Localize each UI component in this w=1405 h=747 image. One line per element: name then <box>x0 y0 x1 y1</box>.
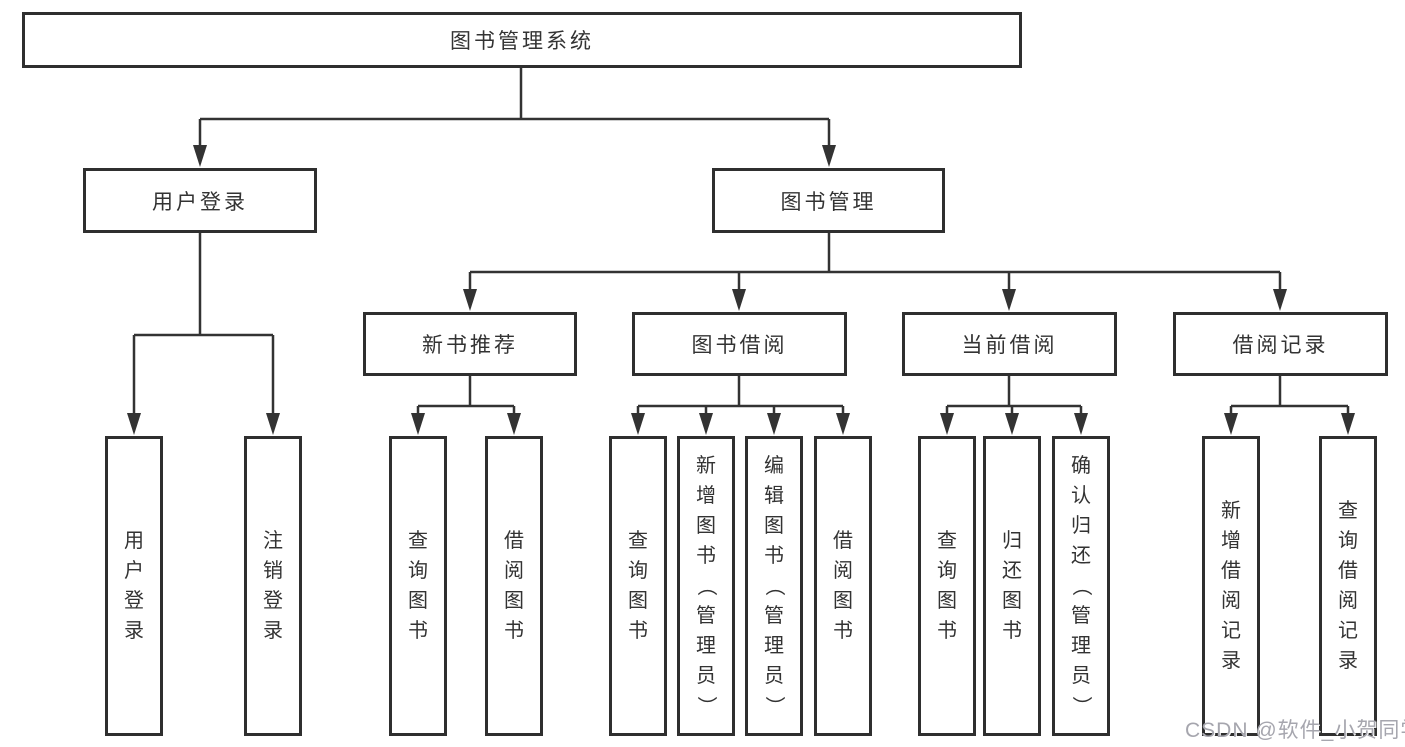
node-label: 图书管理 <box>780 190 877 214</box>
node-label: 编辑图书（管理员） <box>763 455 785 716</box>
node-borrowing-records: 借阅记录 <box>1173 312 1388 376</box>
node-label: 新增借阅记录 <box>1221 500 1241 672</box>
leaf-query-books-borrowing: 查询图书 <box>609 436 667 736</box>
node-label: 归还图书 <box>1002 530 1022 642</box>
leaf-confirm-return-admin: 确认归还（管理员） <box>1052 436 1110 736</box>
leaf-return-books: 归还图书 <box>983 436 1041 736</box>
leaf-add-books-admin: 新增图书（管理员） <box>677 436 735 736</box>
node-library-management-system: 图书管理系统 <box>22 12 1022 68</box>
node-label: 新书推荐 <box>422 334 518 357</box>
node-label: 新增图书（管理员） <box>695 455 717 716</box>
node-book-borrowing: 图书借阅 <box>632 312 847 376</box>
node-user-login: 用户登录 <box>83 168 317 233</box>
node-label: 查询图书 <box>408 530 428 642</box>
leaf-logout: 注销登录 <box>244 436 302 736</box>
node-label: 查询借阅记录 <box>1338 500 1358 672</box>
node-label: 图书管理系统 <box>450 30 594 53</box>
node-current-borrowing: 当前借阅 <box>902 312 1117 376</box>
leaf-borrow-books: 借阅图书 <box>814 436 872 736</box>
node-label: 借阅图书 <box>833 530 853 642</box>
leaf-query-books-current: 查询图书 <box>918 436 976 736</box>
node-label: 查询图书 <box>937 530 957 642</box>
arrowheads <box>127 145 1355 435</box>
node-label: 确认归还（管理员） <box>1070 455 1092 716</box>
node-label: 用户登录 <box>124 530 144 642</box>
leaf-edit-books-admin: 编辑图书（管理员） <box>745 436 803 736</box>
node-label: 借阅记录 <box>1232 334 1329 357</box>
node-label: 注销登录 <box>263 530 283 642</box>
node-label: 图书借阅 <box>691 334 788 357</box>
leaf-add-borrow-record: 新增借阅记录 <box>1202 436 1260 736</box>
leaf-user-login: 用户登录 <box>105 436 163 736</box>
leaf-query-borrow-record: 查询借阅记录 <box>1319 436 1377 736</box>
node-label: 当前借阅 <box>961 334 1058 357</box>
node-label: 查询图书 <box>628 530 648 642</box>
node-label: 用户登录 <box>152 190 248 214</box>
node-book-management: 图书管理 <box>712 168 945 233</box>
node-label: 借阅图书 <box>504 530 524 642</box>
csdn-watermark: CSDN @软件_小贺同学 <box>1185 719 1405 742</box>
node-new-book-recommendation: 新书推荐 <box>363 312 577 376</box>
leaf-borrow-books-recommend: 借阅图书 <box>485 436 543 736</box>
leaf-query-books-recommend: 查询图书 <box>389 436 447 736</box>
